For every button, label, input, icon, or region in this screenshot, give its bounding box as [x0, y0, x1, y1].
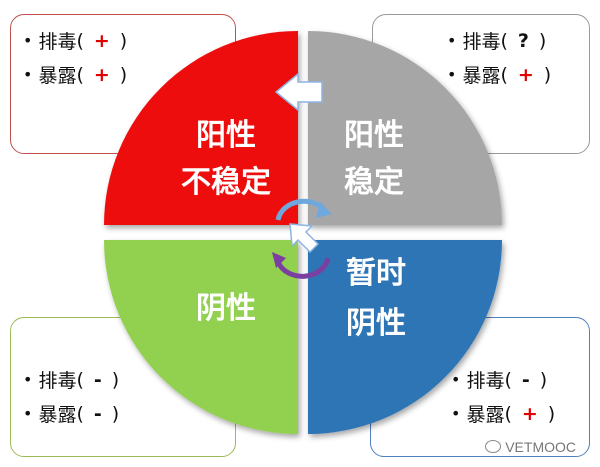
detox-line: • 排毒 ( - ): [451, 366, 547, 393]
exposure-sign: +: [521, 402, 538, 425]
exposure-sign: +: [93, 63, 110, 86]
close-paren: ): [119, 63, 128, 86]
open-paren: (: [76, 29, 84, 52]
quadrant-top-left-line2: 不稳定: [181, 165, 271, 200]
bullet: •: [447, 65, 457, 84]
quadrant-top-right-line1: 阳性: [344, 118, 404, 153]
arrow-left-icon: [274, 72, 323, 112]
exposure-line: • 暴露 ( + ): [447, 61, 551, 88]
detox-label: 排毒: [38, 31, 77, 53]
exposure-label: 暴露: [38, 65, 77, 87]
open-paren: (: [76, 63, 84, 86]
detox-line: • 排毒 ( - ): [23, 366, 119, 393]
exposure-label: 暴露: [466, 404, 505, 426]
open-paren: (: [504, 402, 512, 425]
open-paren: (: [504, 368, 512, 391]
detox-label: 排毒: [38, 370, 77, 392]
quadrant-bottom-left: [104, 240, 298, 434]
exposure-sign: +: [517, 63, 534, 86]
bullet: •: [451, 404, 461, 423]
bullet: •: [23, 370, 33, 389]
wechat-icon: [485, 440, 502, 453]
exposure-line: • 暴露 ( - ): [23, 400, 119, 427]
detox-sign: -: [521, 368, 530, 391]
close-paren: ): [111, 402, 120, 425]
quadrant-bottom-right: [308, 240, 502, 434]
quadrant-top-left-line1: 阳性: [196, 118, 256, 153]
close-paren: ): [119, 29, 128, 52]
open-paren: (: [500, 29, 508, 52]
exposure-line: • 暴露 ( + ): [451, 400, 555, 427]
close-paren: ): [538, 29, 547, 52]
exposure-sign: -: [93, 402, 102, 425]
detox-label: 排毒: [466, 370, 505, 392]
open-paren: (: [76, 402, 84, 425]
bullet: •: [447, 31, 457, 50]
detox-line: • 排毒 ( ? ): [447, 27, 546, 54]
detox-line: • 排毒 ( + ): [23, 27, 127, 54]
exposure-label: 暴露: [462, 65, 501, 87]
open-paren: (: [76, 368, 84, 391]
open-paren: (: [500, 63, 508, 86]
detox-sign: ?: [517, 29, 529, 52]
cycle-arrowhead-bottom-icon: [272, 252, 286, 268]
bullet: •: [451, 370, 461, 389]
detox-label: 排毒: [462, 31, 501, 53]
bullet: •: [23, 65, 33, 84]
close-paren: ): [547, 402, 556, 425]
quadrant-bottom-right-line1: 暂时: [346, 256, 406, 291]
bullet: •: [23, 31, 33, 50]
close-paren: ): [111, 368, 120, 391]
quadrant-bottom-left-line1: 阴性: [196, 291, 256, 326]
quadrant-bottom-right-line2: 阴性: [346, 306, 406, 341]
quadrant-top-left: [104, 31, 298, 225]
cycle-arrowhead-top-icon: [316, 202, 332, 218]
exposure-label: 暴露: [38, 404, 77, 426]
quadrant-top-right-line2: 稳定: [344, 165, 404, 200]
detox-sign: -: [93, 368, 102, 391]
exposure-line: • 暴露 ( + ): [23, 61, 127, 88]
detox-sign: +: [93, 29, 110, 52]
cycle-arrow-bottom-icon: [275, 257, 331, 279]
arrow-diagonal-icon: [289, 223, 320, 254]
watermark-text: VETMOOC: [505, 439, 576, 455]
quadrant-top-right: [308, 31, 502, 225]
close-paren: ): [539, 368, 548, 391]
watermark: VETMOOC: [485, 439, 576, 455]
bullet: •: [23, 404, 33, 423]
close-paren: ): [543, 63, 552, 86]
